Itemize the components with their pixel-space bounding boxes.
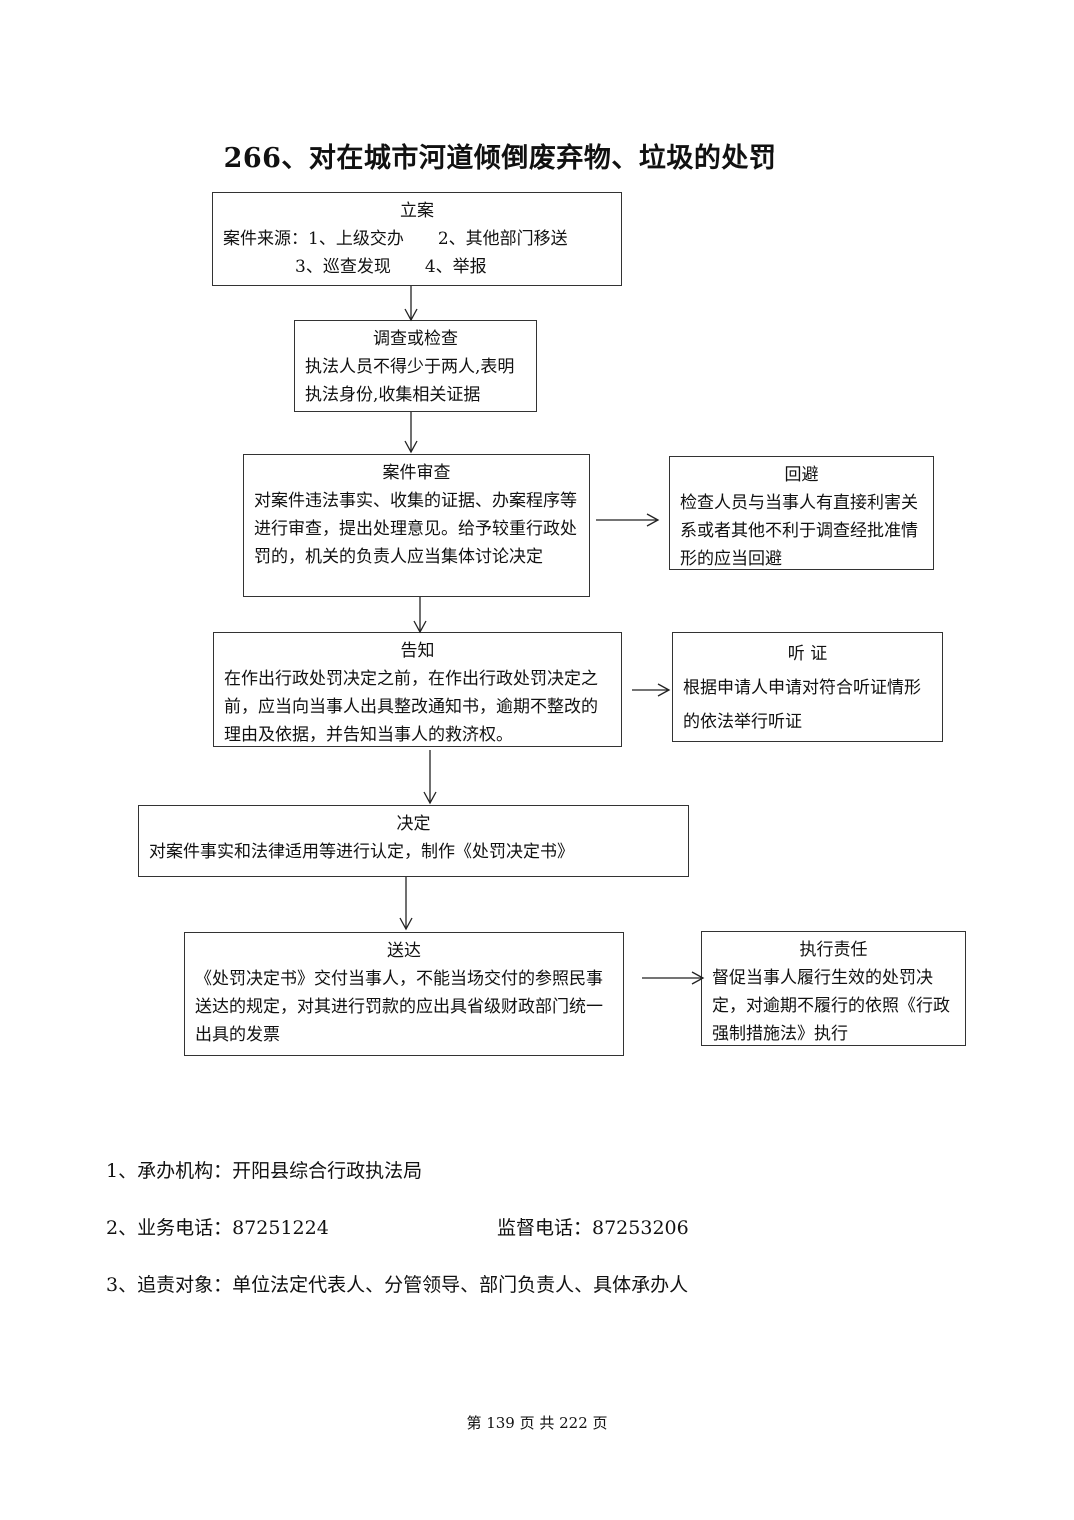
step-shencha-title: 案件审查 [382,463,451,483]
step-jueding-body: 对案件事实和法律适用等进行认定，制作《处罚决定书》 [149,842,574,862]
step-tingzheng-box: 听 证 根据申请人申请对符合听证情形的依法举行听证 [672,632,943,742]
info-accountability: 3、追责对象：单位法定代表人、分管领导、部门负责人、具体承办人 [106,1274,689,1296]
info-agency: 1、承办机构：开阳县综合行政执法局 [106,1160,423,1182]
page-footer: 第 139 页 共 222 页 [466,1414,608,1432]
step-diaocha-body: 执法人员不得少于两人,表明执法身份,收集相关证据 [305,357,515,405]
step-zhixing-title: 执行责任 [799,940,868,960]
step-shencha-body: 对案件违法事实、收集的证据、办案程序等进行审查，提出处理意见。给予较重行政处罚的… [254,491,577,567]
step-huibi-box: 回避 检查人员与当事人有直接利害关系或者其他不利于调查经批准情形的应当回避 [669,456,934,570]
step-lian-line1: 案件来源：1、上级交办 2、其他部门移送 [223,229,568,249]
step-shencha-box: 案件审查 对案件违法事实、收集的证据、办案程序等进行审查，提出处理意见。给予较重… [243,454,590,597]
step-gaozhi-box: 告知 在作出行政处罚决定之前，在作出行政处罚决定之前，应当向当事人出具整改通知书… [213,632,622,747]
step-zhixing-body: 督促当事人履行生效的处罚决定，对逾期不履行的依照《行政强制措施法》执行 [712,968,950,1044]
arrow-songda-to-zhixing [642,971,705,985]
step-lian-box: 立案 案件来源：1、上级交办 2、其他部门移送 3、巡查发现 4、举报 [212,192,622,286]
step-tingzheng-title: 听 证 [787,644,828,664]
step-diaocha-box: 调查或检查 执法人员不得少于两人,表明执法身份,收集相关证据 [294,320,537,412]
info-supervise-phone: 监督电话：87253206 [497,1217,689,1239]
step-jueding-title: 决定 [396,814,431,834]
step-zhixing-box: 执行责任 督促当事人履行生效的处罚决定，对逾期不履行的依照《行政强制措施法》执行 [701,931,966,1046]
arrow-gaozhi-to-jueding [423,750,437,805]
arrow-shencha-to-huibi [596,513,660,527]
page-title: 266、对在城市河道倾倒废弃物、垃圾的处罚 [223,143,777,174]
step-songda-body: 《处罚决定书》交付当事人，不能当场交付的参照民事送达的规定，对其进行罚款的应出具… [195,969,603,1045]
step-huibi-body: 检查人员与当事人有直接利害关系或者其他不利于调查经批准情形的应当回避 [680,493,918,569]
arrow-gaozhi-to-tingzheng [632,683,671,697]
step-lian-title: 立案 [400,201,434,221]
info-phone: 2、业务电话：87251224 [106,1217,329,1239]
step-gaozhi-title: 告知 [400,641,435,661]
arrow-lian-to-diaocha [404,286,418,322]
step-gaozhi-body: 在作出行政处罚决定之前，在作出行政处罚决定之前，应当向当事人出具整改通知书，逾期… [224,669,598,745]
step-songda-box: 送达 《处罚决定书》交付当事人，不能当场交付的参照民事送达的规定，对其进行罚款的… [184,932,624,1056]
arrow-shencha-to-gaozhi [413,597,427,634]
step-tingzheng-body: 根据申请人申请对符合听证情形的依法举行听证 [683,678,921,732]
step-lian-line2: 3、巡查发现 4、举报 [295,257,487,277]
step-jueding-box: 决定 对案件事实和法律适用等进行认定，制作《处罚决定书》 [138,805,689,877]
arrow-jueding-to-songda [399,877,413,931]
step-diaocha-title: 调查或检查 [373,329,458,349]
arrow-diaocha-to-shencha [404,412,418,454]
step-songda-title: 送达 [387,941,421,961]
step-huibi-title: 回避 [784,465,819,485]
